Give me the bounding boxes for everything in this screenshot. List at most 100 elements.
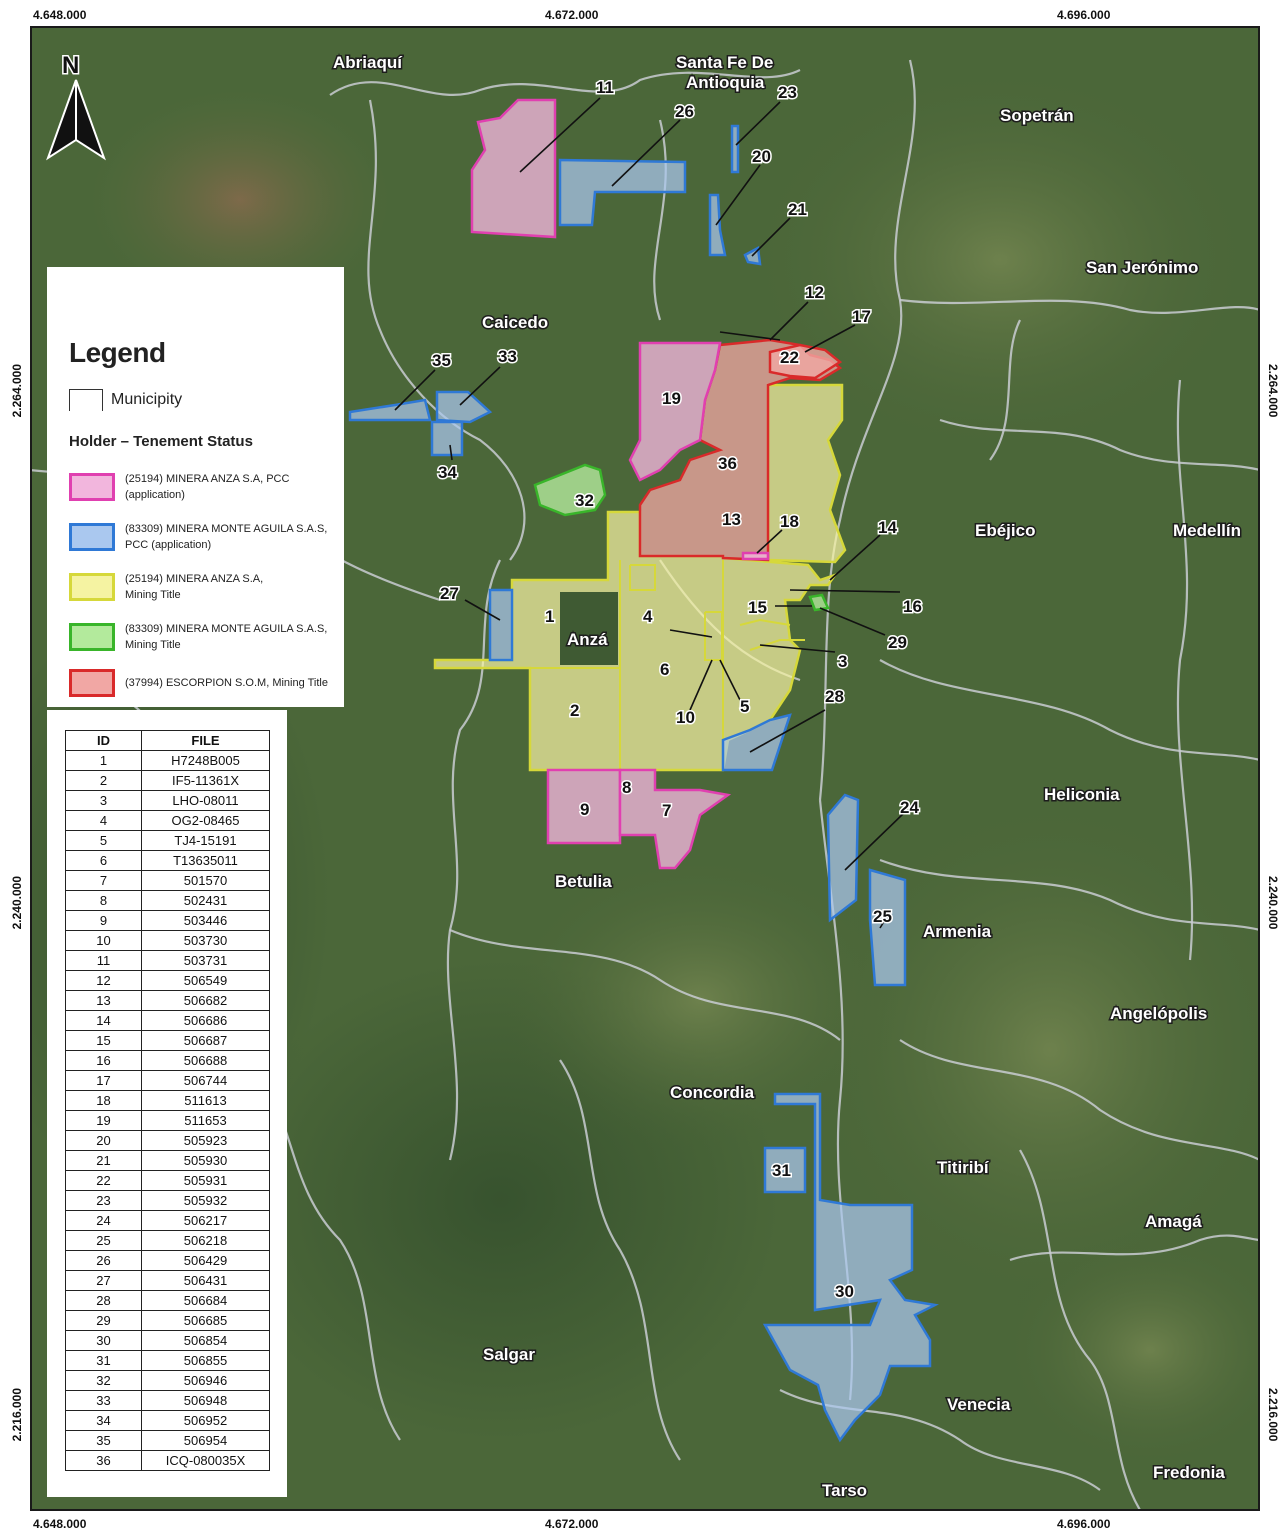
table-cell-file: 503730: [141, 930, 270, 951]
tenement-id-36: 36: [718, 454, 737, 473]
table-cell-id: 29: [65, 1310, 142, 1331]
table-cell-id: 28: [65, 1290, 142, 1311]
tenement-polygon-24[interactable]: [826, 793, 860, 923]
legend-swatch: [69, 523, 115, 551]
legend-item-aguila-pcc: (83309) MINERA MONTE AGUILA S.A.S,PCC (a…: [69, 521, 335, 553]
legend-item-anza-title: (25194) MINERA ANZA S.A, Mining Title: [69, 571, 335, 603]
tenement-polygon[interactable]: [766, 383, 847, 564]
table-cell-id: 18: [65, 1090, 142, 1111]
table-cell-file: 506429: [141, 1250, 270, 1271]
tenement-polygon-18[interactable]: [741, 551, 770, 561]
table-cell-file: 505931: [141, 1170, 270, 1191]
table-cell-id: 33: [65, 1390, 142, 1411]
tenement-polygon-33[interactable]: [435, 390, 493, 424]
tenement-id-1: 1: [545, 607, 554, 626]
table-cell-id: 7: [65, 870, 142, 891]
tenement-id-14: 14: [878, 518, 897, 537]
coord-left-1: 2.264.000: [10, 364, 24, 418]
tenement-polygon-31[interactable]: [763, 1146, 807, 1194]
table-cell-file: T13635011: [141, 850, 270, 871]
tenement-id-24: 24: [900, 798, 919, 817]
table-cell-id: 23: [65, 1190, 142, 1211]
tenement-id-13: 13: [722, 510, 741, 529]
tenement-polygon-25[interactable]: [868, 868, 907, 987]
place-san-jeronimo: San Jerónimo: [1086, 258, 1198, 277]
tenement-id-22: 22: [780, 348, 799, 367]
place-titiribi: Titiribí: [937, 1158, 990, 1177]
table-cell-id: 22: [65, 1170, 142, 1191]
legend-item-aguila-title: (83309) MINERA MONTE AGUILA S.A.S,Mining…: [69, 621, 335, 653]
table-cell-file: 506855: [141, 1350, 270, 1371]
table-cell-id: 11: [65, 950, 142, 971]
tenement-polygon-35[interactable]: [348, 398, 432, 422]
table-cell-id: 26: [65, 1250, 142, 1271]
tenement-id-8: 8: [622, 778, 631, 797]
table-cell-id: 24: [65, 1210, 142, 1231]
tenement-polygon-19[interactable]: [628, 341, 722, 482]
tenement-id-2: 2: [570, 701, 579, 720]
tenements-aguila-pcc: [348, 124, 939, 1443]
table-cell-file: 506954: [141, 1430, 270, 1451]
table-cell-file: 506952: [141, 1410, 270, 1431]
legend-item-text: (37994) ESCORPION S.O.M, Mining Title: [125, 677, 328, 689]
tenement-polygon-30[interactable]: [762, 1092, 939, 1443]
table-cell-id: 5: [65, 830, 142, 851]
tenement-id-28: 28: [825, 687, 844, 706]
table-cell-file: TJ4-15191: [141, 830, 270, 851]
table-cell-id: 4: [65, 810, 142, 831]
table-cell-id: 15: [65, 1030, 142, 1051]
tenements-anza-title: [433, 383, 847, 772]
table-cell-file: OG2-08465: [141, 810, 270, 831]
coord-bottom-2: 4.672.000: [545, 1517, 599, 1531]
table-cell-id: 36: [65, 1450, 142, 1471]
tenement-polygon-9[interactable]: [546, 768, 622, 845]
table-cell-id: 10: [65, 930, 142, 951]
legend-item-escorpion-title: (37994) ESCORPION S.O.M, Mining Title: [69, 669, 335, 697]
legend-item-text: (83309) MINERA MONTE AGUILA S.A.S,: [125, 623, 328, 635]
tenement-id-19: 19: [662, 389, 681, 408]
table-cell-id: 9: [65, 910, 142, 931]
tenement-polygon-29[interactable]: [808, 593, 830, 612]
tenement-polygon-23[interactable]: [730, 124, 740, 174]
table-cell-file: 503731: [141, 950, 270, 971]
table-cell-id: 25: [65, 1230, 142, 1251]
tenement-polygon-11[interactable]: [470, 98, 557, 239]
tenement-id-20: 20: [752, 147, 771, 166]
tenement-polygon-20[interactable]: [708, 193, 727, 257]
table-cell-file: 506217: [141, 1210, 270, 1231]
tenement-polygon-32[interactable]: [533, 463, 607, 517]
tenement-id-29: 29: [888, 633, 907, 652]
tenement-id-5: 5: [740, 697, 749, 716]
table-cell-file: 505932: [141, 1190, 270, 1211]
tenement-polygon[interactable]: [433, 510, 839, 772]
tenement-polygon-26[interactable]: [558, 158, 687, 227]
place-heliconia: Heliconia: [1044, 785, 1120, 804]
table-cell-file: 506687: [141, 1030, 270, 1051]
tenement-polygon-22[interactable]: [768, 343, 843, 380]
tenement-polygon-7[interactable]: [618, 768, 732, 870]
coord-right-3: 2.216.000: [1266, 1388, 1280, 1442]
legend-item-subtext: Mining Title: [125, 589, 181, 601]
tenement-id-31: 31: [772, 1161, 791, 1180]
table-cell-file: 506688: [141, 1050, 270, 1071]
tenement-polygon-34[interactable]: [430, 420, 464, 457]
tenement-polygon-28[interactable]: [721, 713, 792, 772]
table-cell-file: H7248B005: [141, 750, 270, 771]
legend-item-text: (25194) MINERA ANZA S.A,: [125, 573, 264, 585]
legend-swatch: [69, 573, 115, 601]
table-cell-id: 34: [65, 1410, 142, 1431]
tenement-polygon-27[interactable]: [488, 588, 514, 662]
